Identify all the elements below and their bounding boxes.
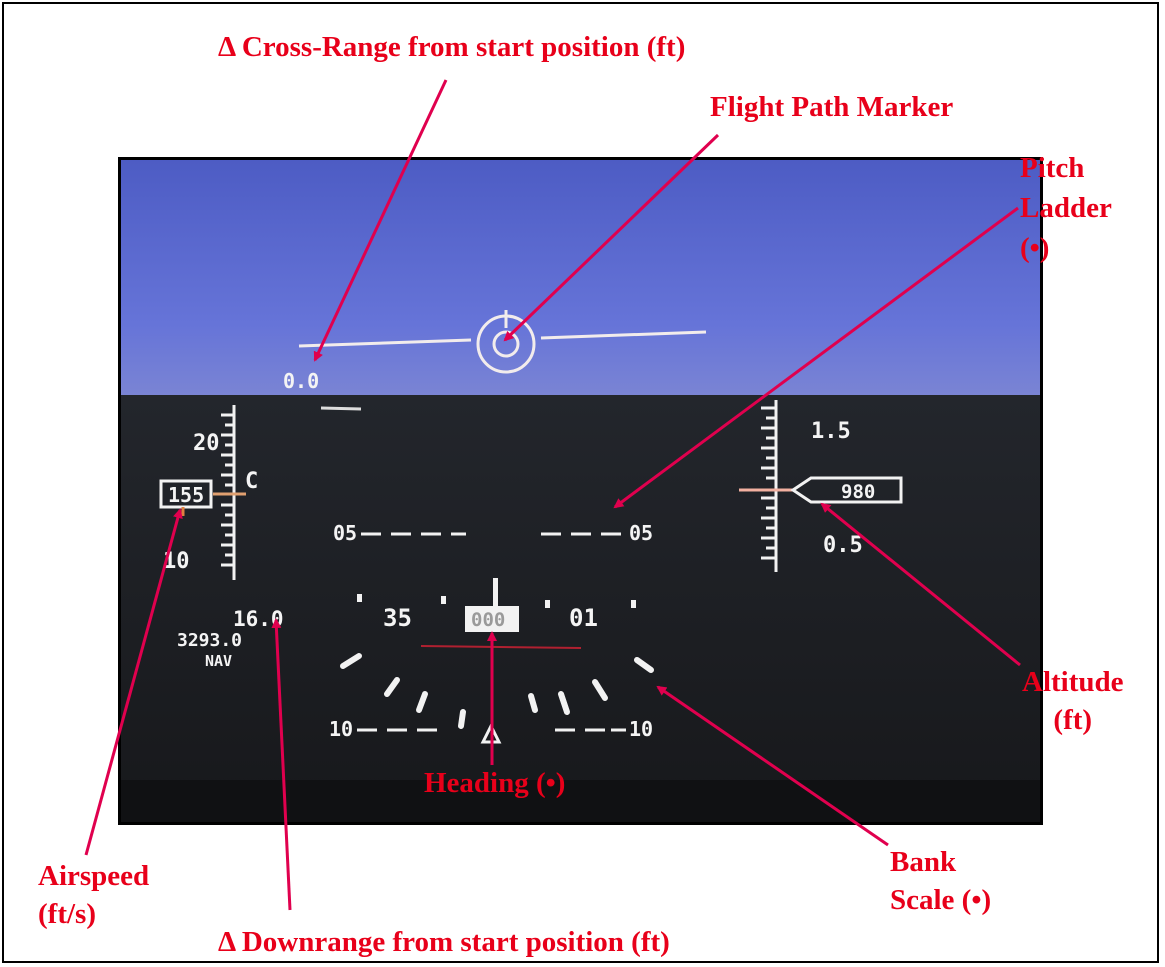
airspeed-marker: C bbox=[245, 469, 258, 494]
heading-box bbox=[465, 606, 519, 632]
mode-label: NAV bbox=[205, 652, 232, 670]
altitude-tape bbox=[761, 400, 778, 572]
downrange-label: Δ Downrange from start position (ft) bbox=[218, 926, 670, 958]
heading-scale bbox=[357, 578, 636, 608]
cross-range-value: 0.0 bbox=[283, 369, 319, 393]
bank-right-label: 10 bbox=[629, 717, 653, 741]
ground bbox=[121, 395, 1040, 822]
heading-left-label: 35 bbox=[383, 604, 412, 632]
altitude-box bbox=[790, 476, 903, 504]
airspeed-arrow bbox=[84, 508, 183, 856]
hud-scene: 0.0 20 10 C 155 bbox=[121, 160, 1040, 822]
pitch-ladder-label: Pitch Ladder (•) bbox=[1020, 152, 1112, 264]
bank-scale-label: Bank Scale (•) bbox=[890, 846, 992, 916]
bank-left-label: 10 bbox=[329, 717, 353, 741]
pitch-ladder-arrow bbox=[613, 206, 1019, 509]
airspeed-tape bbox=[221, 405, 236, 580]
cross-range-label: Δ Cross-Range from start position (ft) bbox=[218, 31, 686, 63]
airspeed-box bbox=[159, 479, 213, 509]
airspeed-scale-top: 20 bbox=[193, 431, 220, 456]
altitude-arrow bbox=[820, 502, 1021, 667]
downrange-arrow bbox=[271, 618, 292, 911]
cross-range-arrow bbox=[313, 79, 448, 362]
altitude-label: Altitude (ft) bbox=[1022, 666, 1124, 736]
altitude-scale-bottom: 0.5 bbox=[823, 533, 863, 558]
sky bbox=[121, 160, 1040, 395]
altitude-scale-top: 1.5 bbox=[811, 419, 851, 444]
bank-scale bbox=[340, 653, 654, 729]
airspeed-value: 155 bbox=[168, 483, 204, 507]
airspeed-label: Airspeed (ft/s) bbox=[38, 860, 150, 930]
heading-value: 000 bbox=[471, 609, 505, 631]
pitch-left-label: 05 bbox=[333, 521, 357, 545]
pitch-right-label: 05 bbox=[629, 521, 653, 545]
heading-label: Heading (•) bbox=[424, 767, 566, 799]
heading-right-label: 01 bbox=[569, 604, 598, 632]
downrange-value: 3293.0 bbox=[177, 630, 242, 651]
flight-path-marker-label: Flight Path Marker bbox=[710, 91, 954, 123]
altitude-value: 980 bbox=[841, 481, 875, 503]
bank-scale-arrow bbox=[656, 685, 889, 847]
flight-path-marker-arrow bbox=[503, 133, 720, 342]
